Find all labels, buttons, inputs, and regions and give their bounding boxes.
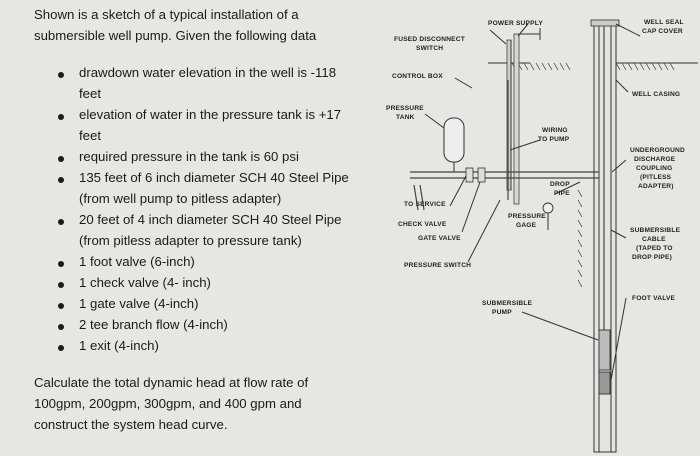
building-wall: [506, 39, 512, 191]
bullet: [58, 219, 64, 225]
list-item-line: required pressure in the tank is 60 psi: [79, 149, 299, 164]
label-underground-5: ADAPTER): [638, 183, 674, 190]
well-hatching: [577, 189, 583, 288]
list-item-line: 2 tee branch flow (4-inch): [79, 317, 228, 332]
pressure-tank: [443, 117, 465, 172]
intro-line-1: Shown is a sketch of a typical installat…: [34, 7, 299, 22]
label-well-seal: WELL SEAL: [644, 19, 684, 26]
label-pressure-tank: PRESSURE: [386, 105, 424, 112]
bullet: [58, 72, 64, 78]
label-cable-3: (TAPED TO: [636, 245, 673, 252]
list-item-line: 135 feet of 6 inch diameter SCH 40 Steel…: [79, 170, 349, 185]
label-check-valve: CHECK VALVE: [398, 221, 447, 228]
label-submersible-pump-2: PUMP: [492, 309, 512, 316]
task-line-3: construct the system head curve.: [34, 417, 228, 432]
service-piping: [410, 167, 580, 211]
label-cable: SUBMERSIBLE: [630, 227, 681, 234]
label-cable-4: DROP PIPE): [632, 254, 672, 261]
list-item-line: feet: [79, 86, 101, 101]
bullet: [58, 324, 64, 330]
label-pressure-gage: PRESSURE: [508, 213, 546, 220]
label-pressure-tank-2: TANK: [396, 114, 415, 121]
ground-surface: [488, 62, 698, 71]
list-item-line: 1 exit (4-inch): [79, 338, 159, 353]
task-line-1: Calculate the total dynamic head at flow…: [34, 375, 309, 390]
list-item-line: 20 feet of 4 inch diameter SCH 40 Steel …: [79, 212, 342, 227]
label-foot-valve: FOOT VALVE: [632, 295, 676, 302]
drop-pipe: [580, 26, 605, 330]
list-item-line: (from well pump to pitless adapter): [79, 191, 282, 206]
intro-line-2: submersible well pump. Given the followi…: [34, 28, 317, 43]
bullet: [58, 282, 64, 288]
bullet: [58, 177, 64, 183]
power-supply-pole: [513, 28, 541, 205]
bullet: [58, 156, 64, 162]
label-drop-pipe-2: PIPE: [554, 190, 570, 197]
label-wiring: WIRING: [542, 127, 568, 134]
label-to-service: TO SERVICE: [404, 201, 446, 208]
label-well-casing: WELL CASING: [632, 91, 680, 98]
label-fused-disconnect-2: SWITCH: [416, 45, 443, 52]
label-cable-2: CABLE: [642, 236, 666, 243]
label-power-supply: POWER SUPPLY: [488, 20, 543, 27]
label-submersible-pump: SUBMERSIBLE: [482, 300, 533, 307]
label-underground: UNDERGROUND: [630, 147, 685, 154]
label-gate-valve: GATE VALVE: [418, 235, 461, 242]
problem-text: Shown is a sketch of a typical installat…: [34, 7, 349, 432]
bullet: [58, 303, 64, 309]
label-underground-4: (PITLESS: [640, 174, 672, 181]
list-item-line: drawdown water elevation in the well is …: [79, 65, 337, 80]
label-pressure-gage-2: GAGE: [516, 222, 537, 229]
label-control-box: CONTROL BOX: [392, 73, 443, 80]
bullet: [58, 345, 64, 351]
list-item-line: elevation of water in the pressure tank …: [79, 107, 342, 122]
submersible-pump: [598, 329, 611, 395]
pressure-gage: [542, 202, 554, 230]
leader-lines: [424, 23, 641, 381]
well-installation-sketch: POWER SUPPLY FUSED DISCONNECT SWITCH CON…: [380, 0, 700, 456]
label-drop-pipe: DROP: [550, 181, 570, 188]
list-item-line: 1 check valve (4- inch): [79, 275, 211, 290]
bullet: [58, 261, 64, 267]
list-item-line: feet: [79, 128, 101, 143]
label-well-seal-2: CAP COVER: [642, 28, 683, 35]
task-line-2: 100gpm, 200gpm, 300gpm, and 400 gpm and: [34, 396, 302, 411]
bullet: [58, 114, 64, 120]
list-item-line: (from pitless adapter to pressure tank): [79, 233, 302, 248]
label-underground-3: COUPLING: [636, 165, 672, 172]
list-item-line: 1 gate valve (4-inch): [79, 296, 199, 311]
label-pressure-switch: PRESSURE SWITCH: [404, 262, 471, 269]
label-fused-disconnect: FUSED DISCONNECT: [394, 36, 465, 43]
label-wiring-2: TO PUMP: [538, 136, 570, 143]
list-item-line: 1 foot valve (6-inch): [79, 254, 195, 269]
label-underground-2: DISCHARGE: [634, 156, 676, 163]
